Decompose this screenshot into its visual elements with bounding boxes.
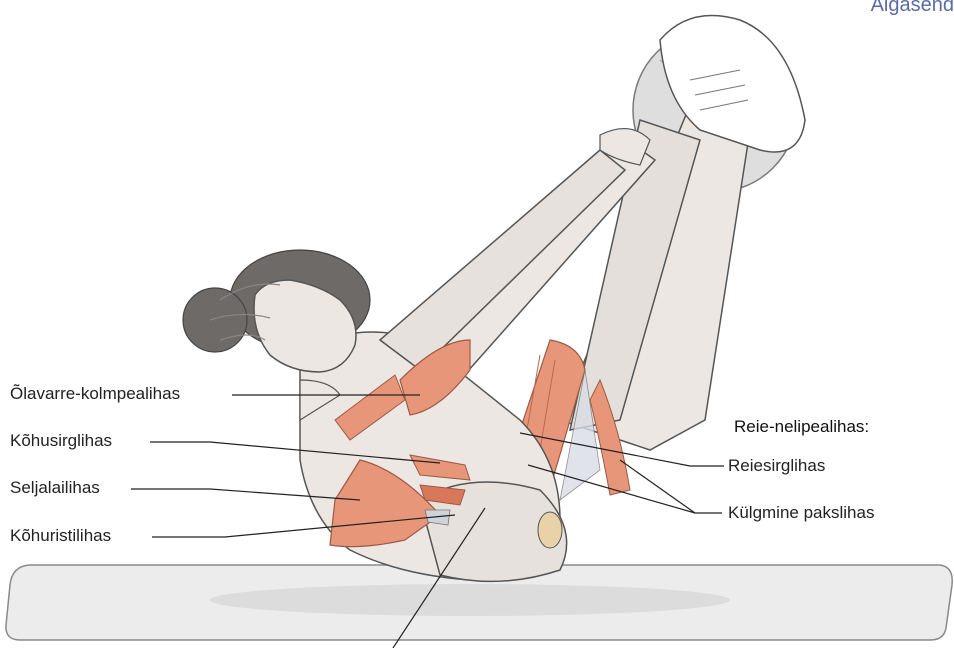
leader-line-vastus-a bbox=[620, 460, 722, 513]
label-transverse: Kõhuristilihas bbox=[10, 526, 111, 546]
label-vastus-lateralis: Külgmine pakslihas bbox=[728, 503, 874, 523]
label-quad-group: Reie-nelipealihas: bbox=[734, 417, 869, 437]
label-rectus-femoris: Reiesirglihas bbox=[728, 456, 825, 476]
label-oblique: Kõhusirglihas bbox=[10, 431, 112, 451]
label-triceps: Õlavarre-kolmpealihas bbox=[10, 384, 180, 404]
label-lats: Seljalailihas bbox=[10, 478, 100, 498]
